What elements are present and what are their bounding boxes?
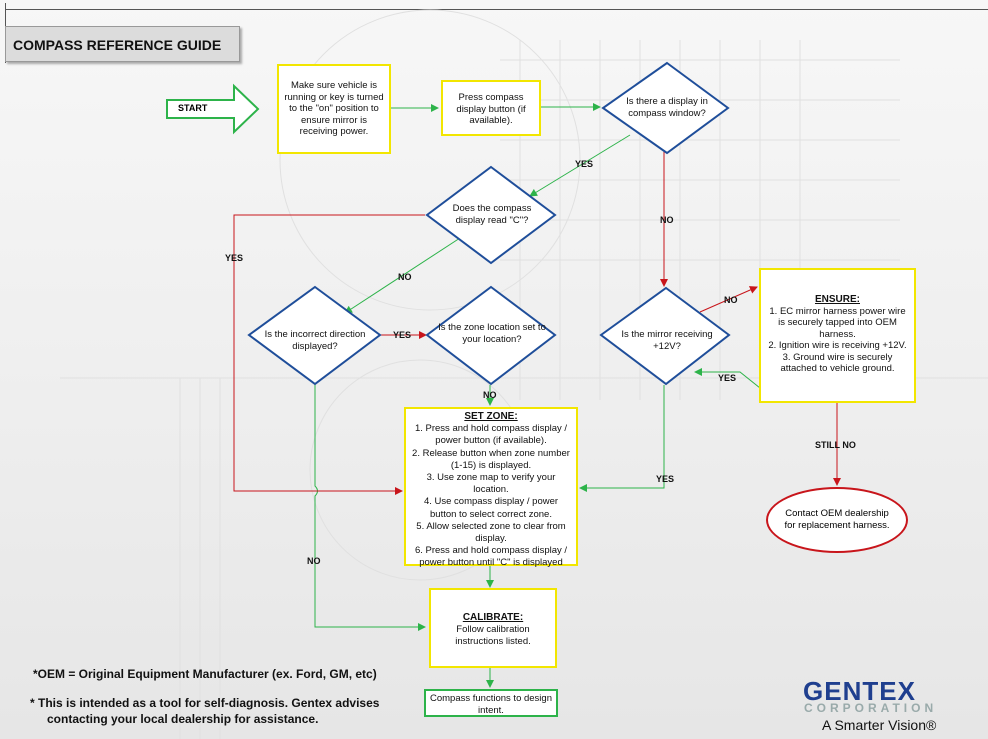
page-title: COMPASS REFERENCE GUIDE — [5, 26, 240, 62]
set-zone-step: 5. Allow selected zone to clear from dis… — [416, 520, 566, 545]
label-yes: YES — [393, 330, 412, 340]
read-c-question: Does the compass display read "C"? — [452, 203, 532, 226]
tool-note-line1: * This is intended as a tool for self-di… — [30, 696, 380, 710]
tool-note-line2: contacting your local dealership for ass… — [47, 712, 319, 726]
gentex-tagline: A Smarter Vision® — [822, 717, 937, 733]
set-zone-step: 1. Press and hold compass display / powe… — [414, 423, 568, 447]
label-yes: YES — [656, 474, 675, 484]
ensure-step: 3. Ground wire is securely attached to v… — [780, 351, 895, 375]
label-no: NO — [307, 556, 321, 566]
display-question: Is there a display in compass window? — [626, 96, 708, 119]
power-box: Make sure vehicle is running or key is t… — [277, 64, 391, 154]
zone-question: Is the zone location set to your locatio… — [438, 322, 546, 345]
ensure-box: ENSURE: 1. EC mirror harness power wire … — [759, 268, 916, 403]
gentex-corporation: CORPORATION — [804, 701, 938, 715]
diamond-zone — [425, 285, 557, 386]
power-text: Make sure vehicle is running or key is t… — [284, 80, 384, 137]
label-no: NO — [398, 272, 412, 282]
label-yes: YES — [575, 159, 594, 169]
top-rule — [5, 9, 988, 10]
functions-text: Compass functions to design intent. — [430, 693, 552, 716]
label-no: NO — [724, 295, 738, 305]
mirror-question: Is the mirror receiving +12V? — [621, 329, 713, 352]
set-zone-step: 4. Use compass display / power button to… — [423, 496, 559, 520]
set-zone-box: SET ZONE: 1. Press and hold compass disp… — [404, 407, 578, 569]
label-yes: YES — [225, 253, 244, 263]
ensure-step: 2. Ignition wire is receiving +12V. — [768, 340, 907, 351]
ensure-title: ENSURE: — [814, 294, 860, 305]
start-arrow — [166, 83, 260, 135]
label-no: NO — [483, 390, 497, 400]
start-label: START — [178, 103, 208, 113]
set-zone-title: SET ZONE: — [464, 411, 518, 422]
diamond-display — [601, 61, 730, 155]
calibrate-title: CALIBRATE: — [462, 612, 524, 623]
set-zone-step: 2. Release button when zone number (1-15… — [412, 447, 570, 471]
label-yes: YES — [718, 373, 737, 383]
press-text: Press compass display button (if availab… — [456, 92, 526, 126]
ensure-step: 1. EC mirror harness power wire is secur… — [769, 305, 906, 340]
label-no: NO — [660, 215, 674, 225]
gentex-logo: GENTEX — [803, 676, 916, 706]
set-zone-step: 6. Press and hold compass display / powe… — [414, 545, 568, 569]
incorrect-question: Is the incorrect direction displayed? — [264, 329, 366, 352]
press-box: Press compass display button (if availab… — [441, 80, 541, 136]
functions-box: Compass functions to design intent. — [424, 689, 558, 717]
calibrate-text: Follow calibration instructions listed. — [455, 624, 531, 647]
diamond-read-c — [425, 165, 557, 265]
contact-text: Contact OEM dealership for replacement h… — [784, 508, 890, 531]
label-still-no: STILL NO — [815, 440, 856, 450]
contact-oval: Contact OEM dealership for replacement h… — [766, 487, 908, 553]
set-zone-step: 3. Use zone map to verify your location. — [426, 472, 556, 496]
calibrate-box: CALIBRATE: Follow calibration instructio… — [429, 588, 557, 668]
diamond-incorrect — [247, 285, 382, 386]
oem-note: *OEM = Original Equipment Manufacturer (… — [33, 667, 377, 681]
diamond-mirror — [599, 286, 731, 386]
